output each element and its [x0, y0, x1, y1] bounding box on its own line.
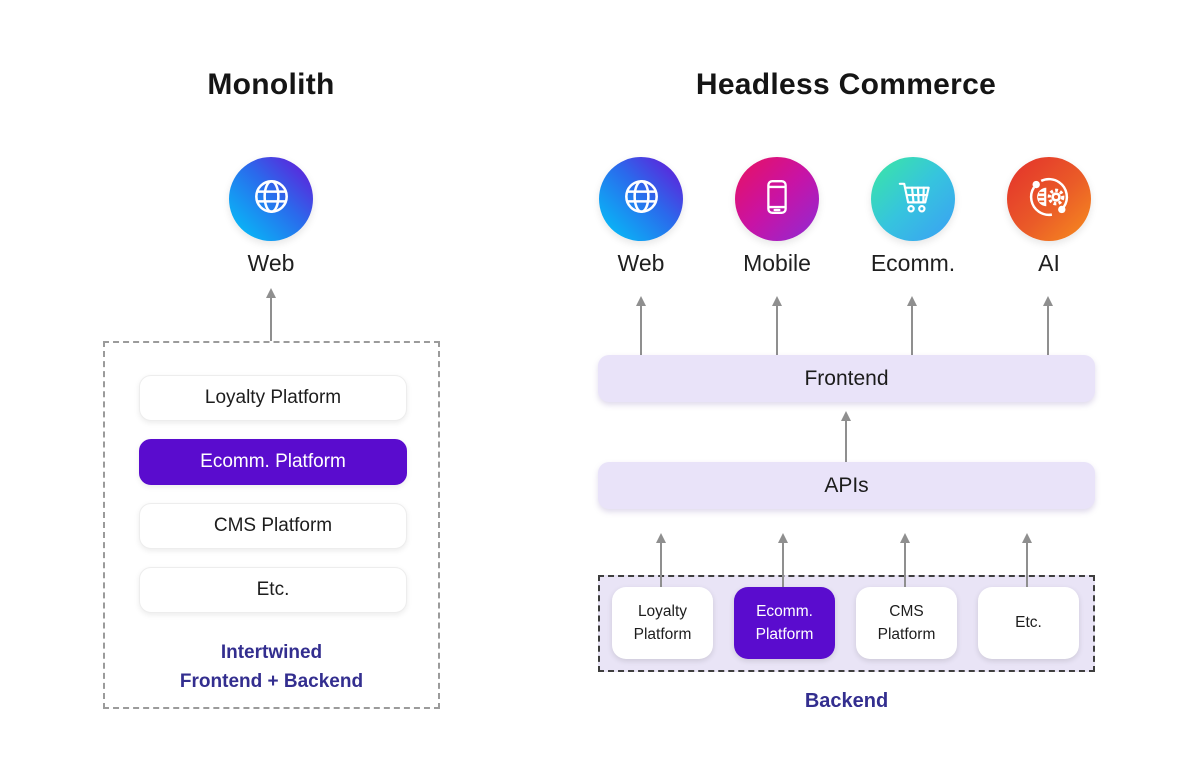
headless-title: Headless Commerce	[695, 68, 997, 101]
headless-web-label: Web	[617, 250, 665, 276]
headless-mobile-channel	[735, 157, 819, 241]
phone-icon	[754, 174, 800, 225]
ai-icon	[1023, 171, 1075, 228]
backend-cms-platform: CMS Platform	[856, 587, 957, 659]
arrow-etc-to-apis	[1021, 533, 1032, 589]
monolith-web-label: Web	[247, 250, 295, 276]
arrow-frontend-to-ecomm	[906, 296, 917, 355]
arrow-frontend-to-ai	[1042, 296, 1053, 355]
backend-ecomm-platform: Ecomm. Platform	[734, 587, 835, 659]
arrow-apis-to-frontend	[840, 411, 851, 463]
monolith-caption: Intertwined Frontend + Backend	[103, 638, 440, 696]
cart-icon	[890, 173, 937, 225]
arrow-frontend-to-mobile	[771, 296, 782, 355]
headless-ecomm-channel	[871, 157, 955, 241]
arrow-frontend-to-web	[635, 296, 646, 355]
caption-line-1: Intertwined	[220, 642, 323, 663]
monolith-cms-platform: CMS Platform	[139, 503, 407, 549]
headless-ai-channel	[1007, 157, 1091, 241]
monolith-loyalty-platform: Loyalty Platform	[139, 375, 407, 421]
apis-bar: APIs	[598, 462, 1095, 509]
headless-ai-label: AI	[1038, 250, 1060, 276]
arrow-ecomm-to-apis	[777, 533, 788, 589]
frontend-bar: Frontend	[598, 355, 1095, 402]
arrow-monolith-box-to-web	[265, 288, 276, 342]
caption-line-2: Frontend + Backend	[179, 671, 364, 692]
monolith-web-channel	[229, 157, 313, 241]
backend-etc-platform: Etc.	[978, 587, 1079, 659]
monolith-title: Monolith	[207, 68, 335, 101]
arrow-cms-to-apis	[899, 533, 910, 589]
arrow-loyalty-to-apis	[655, 533, 666, 589]
monolith-ecomm-platform: Ecomm. Platform	[139, 439, 407, 485]
backend-loyalty-platform: Loyalty Platform	[612, 587, 713, 659]
globe-icon	[248, 173, 295, 225]
monolith-etc-platform: Etc.	[139, 567, 407, 613]
headless-ecomm-label: Ecomm.	[870, 250, 956, 276]
headless-web-channel	[599, 157, 683, 241]
backend-label: Backend	[804, 690, 889, 712]
globe-icon	[618, 173, 665, 225]
headless-mobile-label: Mobile	[743, 250, 811, 276]
